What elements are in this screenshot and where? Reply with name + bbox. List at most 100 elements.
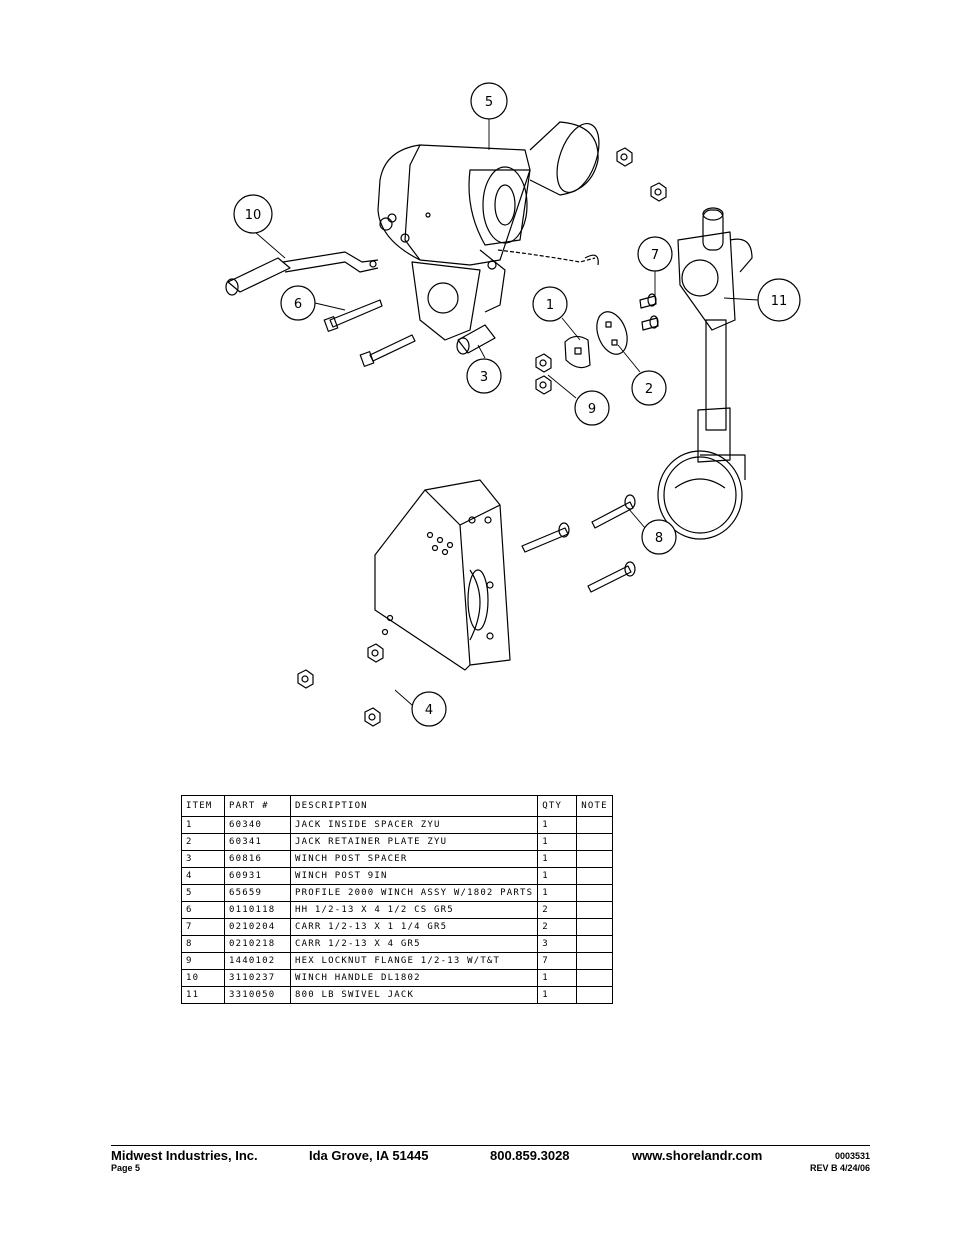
- cell-part-number: 65659: [224, 884, 291, 902]
- footer-phone: 800.859.3028: [490, 1148, 570, 1163]
- carriage-bolts-long: [521, 494, 636, 593]
- cell-qty: 1: [537, 969, 578, 987]
- cell-item: 9: [181, 952, 225, 970]
- header-note: NOTE: [576, 795, 613, 817]
- cell-item: 1: [181, 816, 225, 834]
- cell-part-number: 60340: [224, 816, 291, 834]
- cell-qty: 1: [537, 884, 578, 902]
- header-description: DESCRIPTION: [289, 795, 539, 817]
- winch-handle: [225, 251, 379, 296]
- cell-note: [576, 816, 613, 834]
- cell-item: 7: [181, 918, 225, 936]
- cell-qty: 1: [537, 986, 578, 1004]
- cell-note: [576, 901, 613, 919]
- cell-qty: 2: [537, 918, 578, 936]
- cell-part-number: 3310050: [224, 986, 291, 1004]
- cell-qty: 1: [537, 816, 578, 834]
- cell-note: [576, 986, 613, 1004]
- cell-note: [576, 833, 613, 851]
- header-part-number: PART #: [224, 795, 291, 817]
- cell-item: 11: [181, 986, 225, 1004]
- header-item: ITEM: [181, 795, 225, 817]
- cell-note: [576, 918, 613, 936]
- cell-qty: 1: [537, 867, 578, 885]
- balloon-label-5: 5: [485, 95, 493, 110]
- winch-post: [374, 479, 511, 671]
- cell-note: [576, 867, 613, 885]
- loose-nuts: [297, 147, 667, 727]
- balloon-label-2: 2: [645, 382, 653, 397]
- cell-part-number: 3110237: [224, 969, 291, 987]
- cell-part-number: 0110118: [224, 901, 291, 919]
- cell-description: JACK RETAINER PLATE ZYU: [289, 833, 539, 851]
- cell-description: WINCH POST 9IN: [289, 867, 539, 885]
- balloon-label-4: 4: [425, 703, 433, 718]
- footer-doc-number: 0003531: [834, 1151, 870, 1161]
- item-balloons: [233, 82, 801, 727]
- cell-qty: 2: [537, 901, 578, 919]
- swivel-jack: [657, 207, 753, 540]
- cell-part-number: 60931: [224, 867, 291, 885]
- balloon-label-9: 9: [588, 402, 596, 417]
- header-qty: QTY: [537, 795, 578, 817]
- cell-part-number: 60816: [224, 850, 291, 868]
- cell-item: 3: [181, 850, 225, 868]
- cell-note: [576, 850, 613, 868]
- cell-description: HEX LOCKNUT FLANGE 1/2-13 W/T&T: [289, 952, 539, 970]
- balloon-label-8: 8: [655, 531, 663, 546]
- cell-description: JACK INSIDE SPACER ZYU: [289, 816, 539, 834]
- footer-revision: REV B 4/24/06: [809, 1163, 870, 1173]
- cell-part-number: 60341: [224, 833, 291, 851]
- cell-item: 5: [181, 884, 225, 902]
- winch-post-spacer: [456, 324, 496, 355]
- footer-website: www.shorelandr.com: [632, 1148, 763, 1163]
- footer-page: Page 5: [111, 1163, 141, 1173]
- balloon-label-7: 7: [651, 248, 659, 263]
- cell-description: HH 1/2-13 X 4 1/2 CS GR5: [289, 901, 539, 919]
- cell-description: CARR 1/2-13 X 4 GR5: [289, 935, 539, 953]
- cell-note: [576, 952, 613, 970]
- cell-item: 4: [181, 867, 225, 885]
- balloon-label-1: 1: [546, 298, 554, 313]
- winch-assembly: [377, 121, 600, 341]
- cell-qty: 1: [537, 850, 578, 868]
- cell-description: WINCH POST SPACER: [289, 850, 539, 868]
- balloon-label-6: 6: [294, 297, 302, 312]
- footer-city: Ida Grove, IA 51445: [309, 1148, 429, 1163]
- cell-description: PROFILE 2000 WINCH ASSY W/1802 PARTS: [289, 884, 539, 902]
- cell-item: 10: [181, 969, 225, 987]
- cell-note: [576, 884, 613, 902]
- exploded-parts-drawing: 5 10 6 3 1 2 9 7 11 8 4: [225, 82, 801, 727]
- table-header-row: ITEM PART # DESCRIPTION QTY NOTE: [181, 795, 613, 817]
- cell-qty: 1: [537, 833, 578, 851]
- carriage-bolts-short: [639, 293, 659, 331]
- leader-lines: [254, 119, 759, 706]
- cell-item: 2: [181, 833, 225, 851]
- jack-spacer: [564, 335, 591, 369]
- footer-divider: [111, 1145, 870, 1146]
- cell-qty: 7: [537, 952, 578, 970]
- cell-part-number: 0210204: [224, 918, 291, 936]
- cell-note: [576, 935, 613, 953]
- cell-description: CARR 1/2-13 X 1 1/4 GR5: [289, 918, 539, 936]
- cell-note: [576, 969, 613, 987]
- jack-retainer-plate: [596, 311, 628, 355]
- cell-qty: 3: [537, 935, 578, 953]
- cell-item: 8: [181, 935, 225, 953]
- footer-company: Midwest Industries, Inc.: [111, 1148, 258, 1163]
- cell-item: 6: [181, 901, 225, 919]
- hex-bolts: [323, 299, 416, 367]
- balloon-label-3: 3: [480, 370, 488, 385]
